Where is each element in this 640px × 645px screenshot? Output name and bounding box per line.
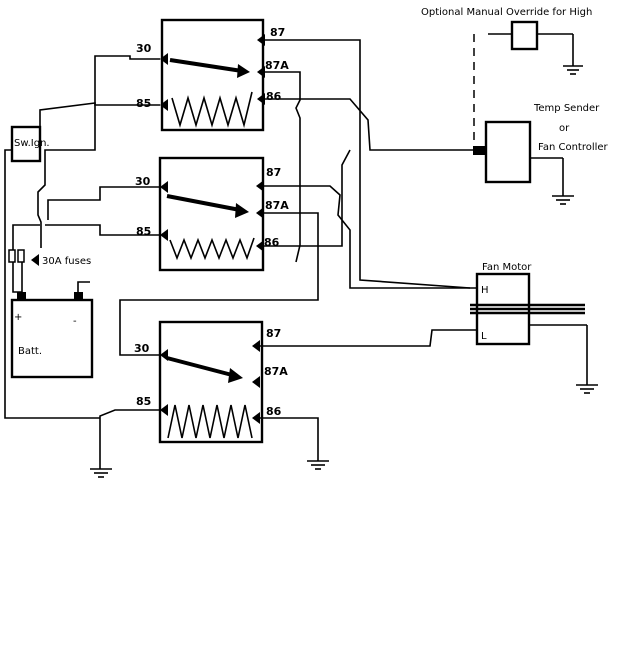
relay-3-pin30-arrow bbox=[160, 349, 168, 361]
temp-sender-line-2: or bbox=[559, 123, 570, 134]
relay-3: 30 85 87 87A 86 bbox=[134, 320, 288, 444]
relay-2-pin30-label: 30 bbox=[135, 175, 151, 188]
relay-3-pin86-arrow bbox=[252, 412, 260, 424]
battery-minus-sign: - bbox=[73, 316, 77, 327]
relay-3-housing bbox=[158, 320, 264, 444]
relay-1-pin87a-arrow bbox=[257, 66, 265, 78]
relay-3-switch-arrow bbox=[228, 368, 243, 383]
relay-2-pin87-arrow bbox=[256, 180, 264, 192]
relay-1-pin87a-label: 87A bbox=[265, 59, 289, 72]
relay-3-coil bbox=[167, 404, 253, 439]
relay-2-housing bbox=[158, 156, 265, 272]
override-label: Optional Manual Override for High bbox=[421, 7, 592, 18]
relay-3-pin85-label: 85 bbox=[136, 395, 151, 408]
relay-2-pin87a-arrow bbox=[256, 207, 264, 219]
relay-1: 30 85 87 87A 86 bbox=[136, 18, 289, 132]
relay-1-pin85-arrow bbox=[160, 99, 168, 111]
relay-2-pin85-label: 85 bbox=[136, 225, 151, 238]
relay-2-switch-arm bbox=[166, 194, 241, 212]
relay-2-pin86-label: 86 bbox=[264, 236, 280, 249]
temp-sender: Temp Sender or Fan Controller bbox=[473, 103, 609, 196]
relay-1-housing bbox=[160, 18, 265, 132]
switched-ignition-label: Sw.Ign. bbox=[14, 138, 50, 149]
relay-2: 30 85 87 87A 86 bbox=[135, 156, 289, 272]
relay-3-pin86-label: 86 bbox=[266, 405, 282, 418]
battery-plus-sign: + bbox=[14, 312, 22, 323]
relay-1-pin87-arrow bbox=[257, 34, 265, 46]
relay-1-coil bbox=[171, 91, 253, 129]
ground-relay-3-coil bbox=[307, 460, 329, 470]
relay-1-pin86-arrow bbox=[257, 93, 265, 105]
relay-3-pin87a-label: 87A bbox=[264, 365, 288, 378]
fuses-label: 30A fuses bbox=[42, 256, 91, 267]
wiring bbox=[4, 39, 477, 469]
battery-label: Batt. bbox=[18, 346, 42, 357]
temp-sender-line-3: Fan Controller bbox=[538, 142, 609, 153]
relay-3-pin87-arrow bbox=[252, 340, 260, 352]
manual-override: Optional Manual Override for High bbox=[421, 7, 592, 150]
relay-2-pin30-arrow bbox=[160, 181, 168, 193]
fan-motor: Fan Motor H L bbox=[470, 262, 588, 385]
relay-2-pin87a-label: 87A bbox=[265, 199, 289, 212]
relay-3-pin87a-arrow bbox=[252, 376, 260, 388]
relay-3-pin85-arrow bbox=[160, 404, 168, 416]
relay-2-pin86-arrow bbox=[256, 240, 264, 252]
relay-1-switch-arm bbox=[169, 58, 243, 73]
temp-sender-box bbox=[484, 120, 532, 184]
fan-motor-label: Fan Motor bbox=[482, 262, 532, 273]
ground-fan-motor bbox=[576, 384, 598, 394]
fuse-1 bbox=[8, 249, 16, 263]
relay-1-pin86-label: 86 bbox=[266, 90, 282, 103]
relay-1-pin30-label: 30 bbox=[136, 42, 152, 55]
ground-temp-sender bbox=[552, 195, 574, 205]
ground-battery bbox=[90, 468, 112, 478]
override-switch-box bbox=[510, 20, 539, 51]
relay-3-pin87-label: 87 bbox=[266, 327, 281, 340]
switched-ignition: Sw.Ign. bbox=[10, 125, 50, 163]
ground-override bbox=[563, 65, 583, 75]
relay-1-switch-arrow bbox=[237, 64, 250, 78]
fan-motor-high-label: H bbox=[481, 285, 489, 296]
relay-3-pin30-label: 30 bbox=[134, 342, 150, 355]
relay-3-switch-arm bbox=[166, 356, 233, 377]
relay-1-pin30-arrow bbox=[160, 53, 168, 65]
relay-1-pin85-label: 85 bbox=[136, 97, 151, 110]
relay-2-switch-arrow bbox=[235, 203, 249, 218]
switched-ignition-box bbox=[10, 125, 42, 163]
relay-2-pin85-arrow bbox=[160, 229, 168, 241]
relay-2-coil bbox=[169, 237, 255, 261]
battery-negative-terminal bbox=[74, 292, 83, 301]
fuses: 30A fuses bbox=[8, 249, 91, 267]
temp-sender-connector bbox=[473, 146, 487, 155]
fuse-2 bbox=[17, 249, 25, 263]
fan-motor-low-label: L bbox=[481, 331, 487, 342]
fuses-pointer-arrow bbox=[31, 254, 39, 266]
battery-box bbox=[10, 298, 94, 379]
relay-2-pin87-label: 87 bbox=[266, 166, 281, 179]
relay-1-pin87-label: 87 bbox=[270, 26, 285, 39]
battery-positive-terminal bbox=[17, 292, 26, 301]
temp-sender-line-1: Temp Sender bbox=[533, 103, 600, 114]
battery: + - Batt. bbox=[10, 292, 94, 379]
